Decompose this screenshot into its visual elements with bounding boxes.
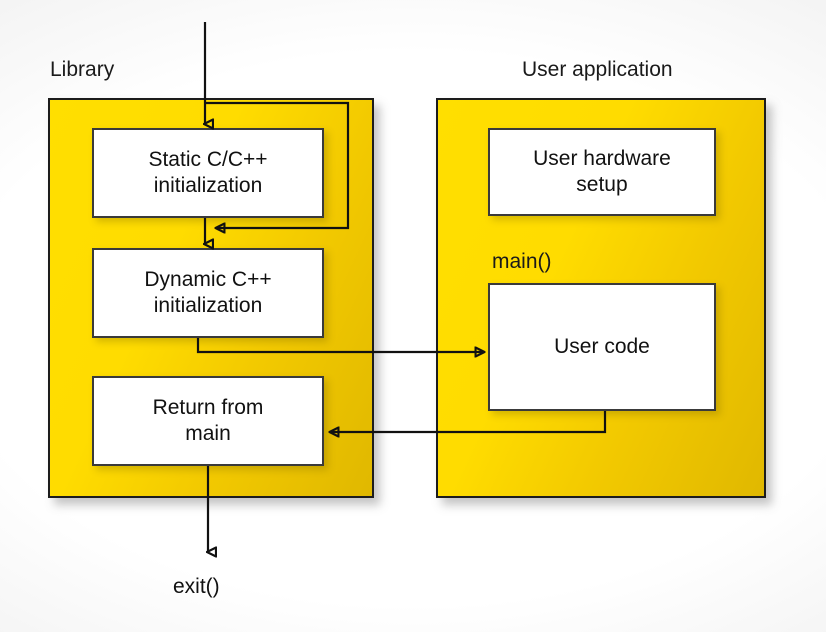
box-user-hardware-setup-line1: User hardware [533,147,671,171]
group-caption-user-application: User application [522,58,673,81]
box-static-init-line2: initialization [153,174,263,197]
box-user-hardware-setup-line2: setup [576,173,628,196]
group-caption-library: Library [50,58,115,81]
box-static-init-line1: Static C/C++ [148,148,268,172]
box-dynamic-init-label: Dynamic C++ initialization [144,267,271,318]
box-dynamic-init-line2: initialization [153,294,263,317]
box-dynamic-init-line1: Dynamic C++ [144,268,272,292]
box-return-from-main[interactable]: Return from main [92,376,324,466]
box-return-from-main-label: Return from main [153,395,264,446]
box-user-code-label: User code [554,335,650,359]
box-user-code[interactable]: User code [488,283,716,411]
box-user-hardware-setup-label: User hardware setup [533,146,671,197]
box-static-init-label: Static C/C++ initialization [148,147,267,198]
box-static-init[interactable]: Static C/C++ initialization [92,128,324,218]
box-return-from-main-line1: Return from [152,396,264,420]
box-user-hardware-setup[interactable]: User hardware setup [488,128,716,216]
main-function-label: main() [492,250,552,273]
box-dynamic-init[interactable]: Dynamic C++ initialization [92,248,324,338]
box-return-from-main-line2: main [185,422,231,445]
exit-terminal-label: exit() [173,575,220,598]
